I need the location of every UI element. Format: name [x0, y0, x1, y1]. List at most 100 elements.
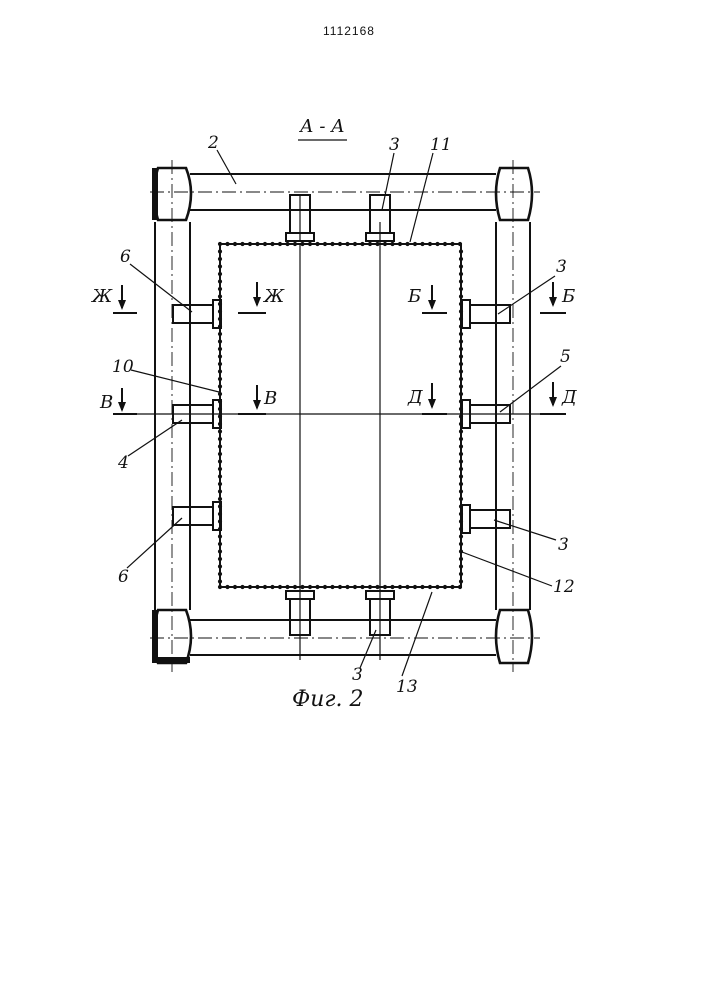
- frame-bead: [459, 377, 463, 381]
- frame-bead: [459, 459, 463, 463]
- frame-bead: [459, 572, 463, 576]
- frame-bead: [420, 242, 424, 246]
- frame-bead: [459, 257, 463, 261]
- frame-bead: [375, 242, 379, 246]
- frame-bead: [240, 585, 244, 589]
- frame-bead: [459, 339, 463, 343]
- frame-bead: [263, 585, 267, 589]
- corner-block-bottom-left: [152, 610, 191, 663]
- frame-bead: [459, 264, 463, 268]
- frame-bead: [218, 437, 222, 441]
- frame-bead: [353, 242, 357, 246]
- mark-zh-left: Ж: [90, 286, 113, 307]
- frame-bead: [218, 474, 222, 478]
- top-support-left: [286, 195, 314, 241]
- frame-bead: [218, 287, 222, 291]
- frame-bead: [459, 347, 463, 351]
- frame-bead: [459, 369, 463, 373]
- frame-bead: [218, 459, 222, 463]
- frame-bead: [218, 497, 222, 501]
- frame-bead: [368, 242, 372, 246]
- callout-3-bottom: 3: [352, 665, 363, 685]
- frame-bead: [459, 579, 463, 583]
- callout-13: 13: [396, 677, 418, 697]
- frame-bead: [248, 242, 252, 246]
- frame-bead: [428, 585, 432, 589]
- frame-bead: [459, 482, 463, 486]
- callout-6-upper: 6: [120, 247, 131, 267]
- frame-bead: [398, 585, 402, 589]
- right-support-upper: [462, 300, 510, 328]
- section-title: А - А: [298, 116, 347, 140]
- mark-zh-right: Ж: [262, 286, 285, 307]
- frame-bead: [375, 585, 379, 589]
- callout-11: 11: [430, 135, 452, 155]
- frame-bead: [330, 585, 334, 589]
- frame-bead: [218, 564, 222, 568]
- frame-bead: [225, 242, 229, 246]
- frame-bead: [390, 585, 394, 589]
- frame-bead: [218, 362, 222, 366]
- frame-bead: [459, 429, 463, 433]
- corner-block-top-left: [152, 168, 191, 220]
- mark-v-right: В: [263, 388, 277, 409]
- inner-frame-beads: [218, 242, 463, 589]
- frame-bead: [218, 534, 222, 538]
- frame-bead: [218, 429, 222, 433]
- frame-bead: [458, 242, 462, 246]
- frame-bead: [360, 585, 364, 589]
- outer-frame: [150, 160, 540, 672]
- frame-bead: [218, 542, 222, 546]
- inner-frame: [120, 222, 560, 660]
- frame-bead: [428, 242, 432, 246]
- callout-10: 10: [112, 357, 134, 377]
- frame-bead: [225, 585, 229, 589]
- frame-bead: [218, 294, 222, 298]
- frame-bead: [459, 467, 463, 471]
- mark-b-right: Б: [561, 286, 575, 307]
- frame-bead: [459, 444, 463, 448]
- document-number: 1112168: [323, 24, 375, 38]
- frame-bead: [338, 585, 342, 589]
- frame-bead: [459, 362, 463, 366]
- frame-bead: [218, 257, 222, 261]
- frame-bead: [255, 242, 259, 246]
- frame-bead: [218, 557, 222, 561]
- frame-bead: [383, 585, 387, 589]
- frame-bead: [459, 272, 463, 276]
- mark-v-left: В: [99, 392, 113, 413]
- frame-bead: [345, 585, 349, 589]
- frame-bead: [459, 384, 463, 388]
- frame-bead: [383, 242, 387, 246]
- frame-bead: [218, 279, 222, 283]
- callout-3-right-upper: 3: [556, 257, 567, 277]
- frame-bead: [368, 585, 372, 589]
- section-marks: Ж Ж В В Б Б Д Д: [90, 282, 577, 414]
- frame-bead: [218, 339, 222, 343]
- frame-bead: [278, 242, 282, 246]
- frame-bead: [218, 392, 222, 396]
- callout-3-top: 3: [389, 135, 400, 155]
- mark-b-left: Б: [407, 286, 421, 307]
- frame-bead: [293, 585, 297, 589]
- frame-bead: [218, 549, 222, 553]
- frame-bead: [459, 497, 463, 501]
- callout-5: 5: [560, 347, 571, 367]
- frame-bead: [459, 452, 463, 456]
- frame-bead: [255, 585, 259, 589]
- frame-bead: [323, 242, 327, 246]
- frame-bead: [435, 585, 439, 589]
- frame-bead: [459, 294, 463, 298]
- frame-bead: [218, 384, 222, 388]
- frame-bead: [345, 242, 349, 246]
- callouts: 2 3 11 6 3 10 5 4 6 3 12 3 13: [112, 133, 575, 697]
- frame-bead: [398, 242, 402, 246]
- mark-d-left: Д: [407, 387, 423, 408]
- frame-bead: [315, 585, 319, 589]
- corner-block-bottom-right: [496, 610, 532, 663]
- frame-bead: [459, 354, 463, 358]
- frame-bead: [308, 242, 312, 246]
- frame-bead: [443, 585, 447, 589]
- frame-bead: [458, 585, 462, 589]
